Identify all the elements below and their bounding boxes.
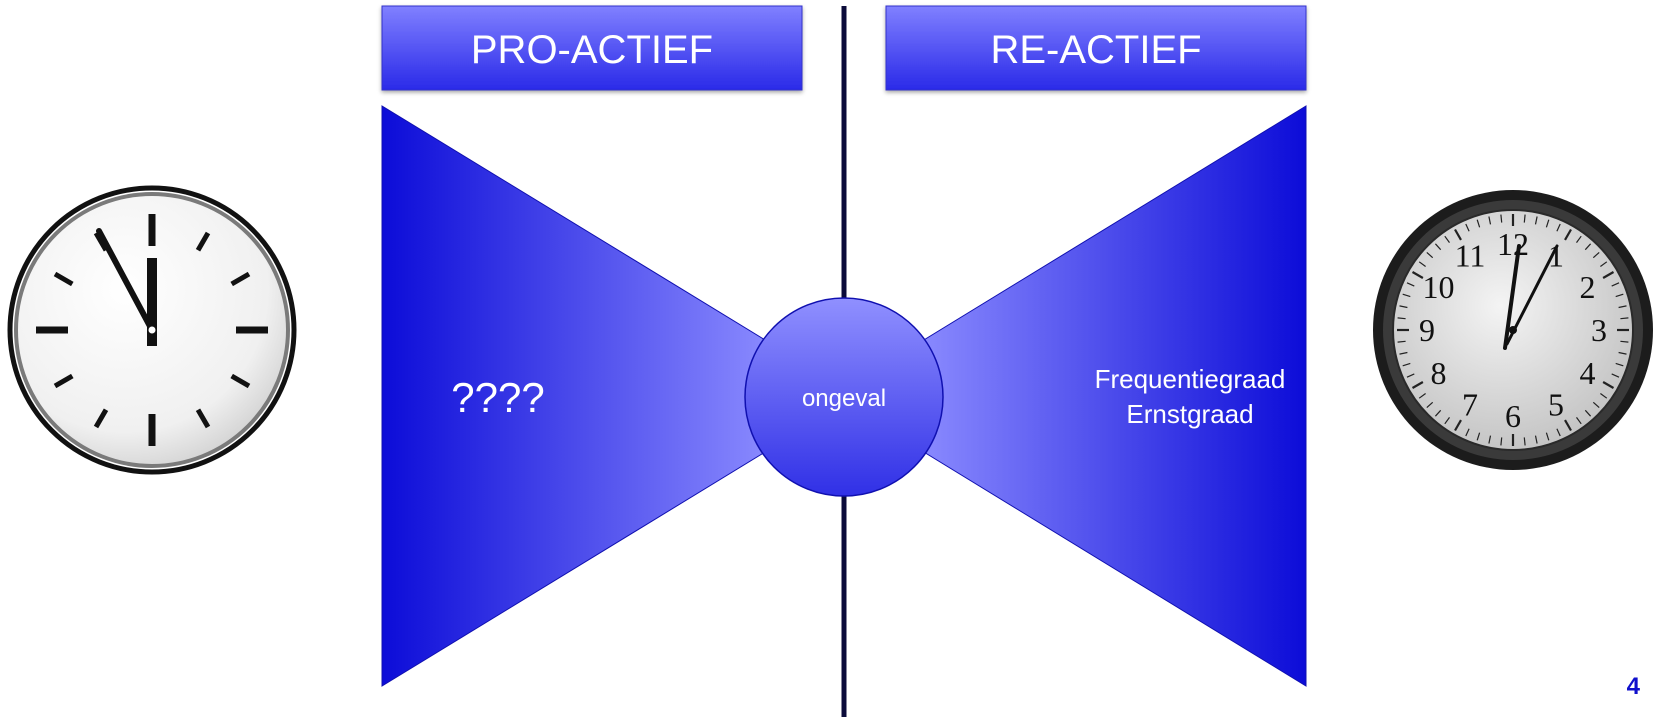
clock-tick (1618, 351, 1627, 355)
clock-tick (1418, 393, 1426, 399)
clock-tick (53, 271, 74, 287)
page-number: 4 (1626, 673, 1640, 700)
clock-numeral: 5 (1548, 387, 1564, 423)
five-to-twelve-clock-icon (7, 185, 297, 475)
clock-tick (1411, 381, 1424, 389)
clock-tick (1426, 251, 1434, 259)
clock-numeral: 7 (1462, 387, 1478, 423)
causes-triangle (381, 105, 776, 687)
consequences-triangle (913, 105, 1307, 687)
re-actief-label: RE-ACTIEF (990, 28, 1201, 72)
pro-actief-label: PRO-ACTIEF (471, 28, 713, 72)
clock-tick (1564, 228, 1572, 241)
incident-node: ongeval (744, 297, 944, 497)
clock-tick (53, 373, 74, 389)
clock-numeral: 9 (1419, 312, 1435, 348)
severity-label: Ernstgraad (1126, 399, 1253, 429)
incident-label: ongeval (802, 385, 886, 412)
clock-tick (1523, 214, 1526, 223)
clock-tick (230, 271, 251, 287)
clock-tick (93, 408, 109, 429)
clock-tick (1564, 419, 1572, 432)
clock-tick (1615, 362, 1624, 367)
clock-tick (1397, 340, 1406, 343)
clock-tick (1611, 373, 1620, 378)
clock-tick (1592, 401, 1600, 409)
pro-actief-header: PRO-ACTIEF (381, 5, 803, 91)
clock-tick (1534, 216, 1538, 225)
clock-tick (1434, 243, 1442, 251)
clock-numeral: 10 (1423, 269, 1455, 305)
clock-tick (1620, 317, 1629, 320)
clock-tick (1523, 437, 1526, 446)
clock-tick (1545, 219, 1550, 228)
clock-tick (1556, 428, 1561, 437)
clock-tick (1488, 216, 1492, 225)
clock-tick (1418, 261, 1426, 267)
clock-tick (1476, 432, 1481, 441)
clock-tick (1397, 317, 1406, 320)
clock-tick (1602, 381, 1615, 389)
clock-tick (1465, 428, 1470, 437)
clock-tick (1602, 271, 1615, 279)
clock-tick (1406, 373, 1415, 378)
clock-numeral: 3 (1591, 312, 1607, 348)
clock-tick (1454, 419, 1462, 432)
clock-tick (1402, 293, 1411, 298)
clock-numeral: 1 (1548, 238, 1564, 274)
clock-tick (1465, 223, 1470, 232)
clock-tick (1600, 261, 1608, 267)
clock-tick (1618, 305, 1627, 309)
clock-tick (1545, 432, 1550, 441)
clock-numeral: 11 (1455, 238, 1486, 274)
clock-tick (1600, 393, 1608, 399)
unknown-causes-text: ???? (451, 374, 544, 421)
clock-numeral: 8 (1431, 355, 1447, 391)
clock-tick (1399, 305, 1408, 309)
clock-tick (1444, 417, 1450, 425)
clock-tick (1426, 401, 1434, 409)
clock-tick (1611, 282, 1620, 287)
clock-tick (1576, 235, 1582, 243)
clock-numeral: 6 (1505, 398, 1521, 434)
clock-tick (1399, 351, 1408, 355)
clock-tick (1615, 293, 1624, 298)
clock-tick (195, 408, 211, 429)
clock-tick (1406, 282, 1415, 287)
clock-tick (1476, 219, 1481, 228)
clock-tick (93, 231, 109, 252)
clock-tick (1576, 417, 1582, 425)
re-actief-header: RE-ACTIEF (885, 5, 1307, 91)
clock-tick (1454, 228, 1462, 241)
clock-tick (1411, 271, 1424, 279)
clock-tick (1584, 409, 1592, 417)
clock-numeral: 12 (1497, 226, 1529, 262)
clock-tick (1444, 235, 1450, 243)
clock-tick (1500, 214, 1503, 223)
clock-tick (1592, 251, 1600, 259)
clock-tick (1500, 437, 1503, 446)
clock-tick (1556, 223, 1561, 232)
clock-tick (1620, 340, 1629, 343)
clock-tick (1534, 435, 1538, 444)
clock-tick (1488, 435, 1492, 444)
clock-tick (195, 231, 211, 252)
clock-tick (1402, 362, 1411, 367)
clock-numeral: 2 (1580, 269, 1596, 305)
clock-tick (230, 373, 251, 389)
clock-tick (1584, 243, 1592, 251)
clock-tick (1434, 409, 1442, 417)
frequency-label: Frequentiegraad (1095, 364, 1286, 394)
clock-numeral: 4 (1580, 355, 1596, 391)
